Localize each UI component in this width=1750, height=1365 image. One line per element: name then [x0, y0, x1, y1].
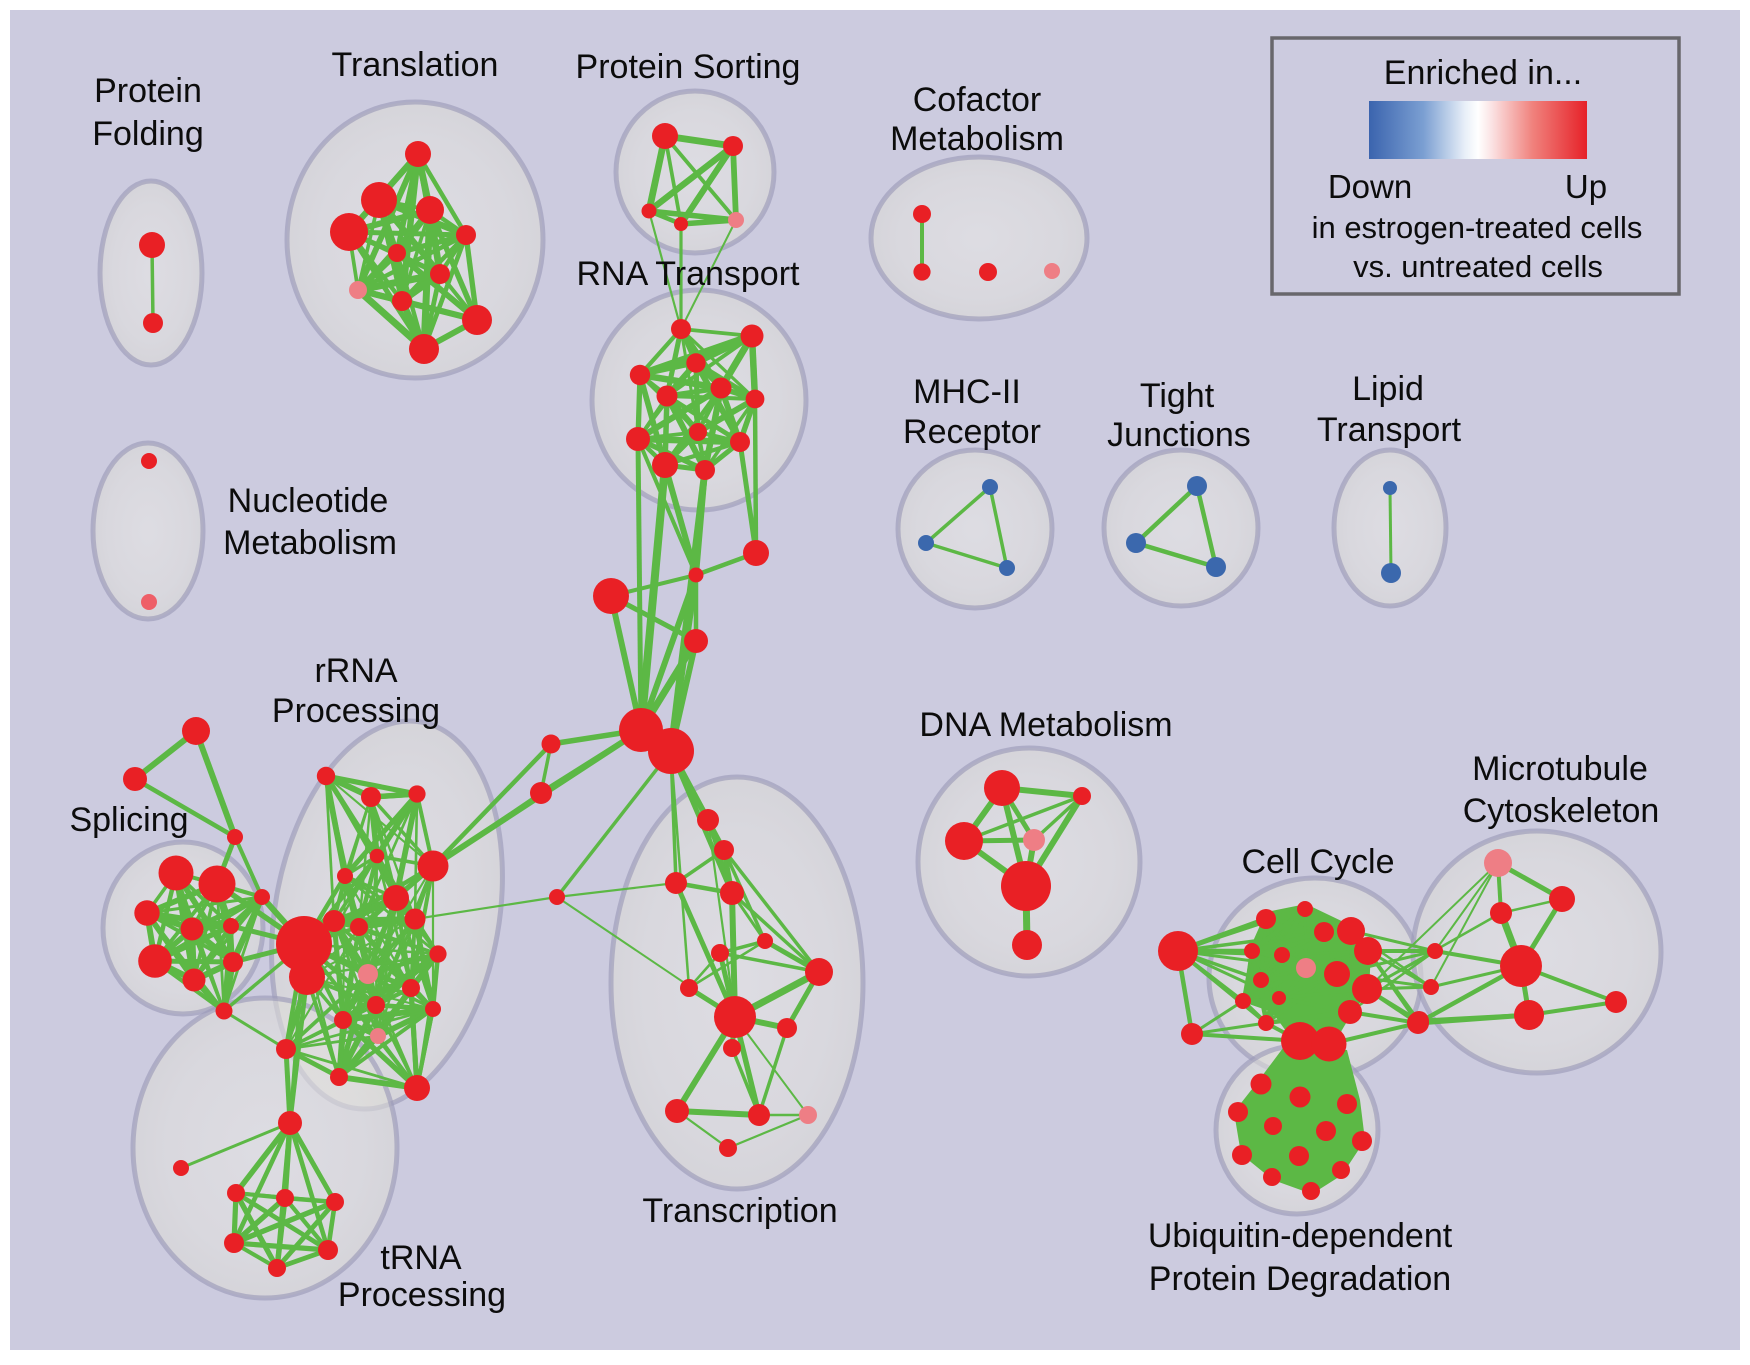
svg-text:Tight: Tight	[1140, 377, 1215, 415]
svg-text:MHC-II: MHC-II	[913, 373, 1021, 411]
svg-text:Cytoskeleton: Cytoskeleton	[1463, 792, 1660, 830]
svg-text:Up: Up	[1565, 168, 1607, 205]
svg-text:tRNA: tRNA	[380, 1239, 462, 1277]
svg-text:Nucleotide: Nucleotide	[228, 482, 389, 520]
svg-text:Down: Down	[1328, 168, 1412, 205]
svg-text:Protein: Protein	[94, 72, 202, 110]
svg-text:Ubiquitin-dependent: Ubiquitin-dependent	[1148, 1217, 1453, 1255]
svg-text:RNA Transport: RNA Transport	[577, 255, 801, 293]
svg-text:Cofactor: Cofactor	[913, 81, 1042, 119]
svg-text:Lipid: Lipid	[1352, 370, 1424, 408]
svg-text:Transport: Transport	[1317, 411, 1462, 449]
svg-text:Receptor: Receptor	[903, 413, 1041, 451]
svg-text:vs. untreated cells: vs. untreated cells	[1353, 249, 1603, 284]
svg-text:Enriched in...: Enriched in...	[1384, 54, 1582, 92]
svg-text:Cell Cycle: Cell Cycle	[1241, 843, 1394, 881]
svg-text:Microtubule: Microtubule	[1472, 750, 1648, 788]
svg-text:Protein Degradation: Protein Degradation	[1149, 1260, 1451, 1298]
svg-text:Protein Sorting: Protein Sorting	[576, 48, 801, 86]
svg-text:Splicing: Splicing	[69, 801, 188, 839]
svg-text:Processing: Processing	[338, 1276, 506, 1314]
svg-text:Metabolism: Metabolism	[890, 120, 1064, 158]
svg-text:DNA Metabolism: DNA Metabolism	[919, 706, 1172, 744]
svg-text:in estrogen-treated cells: in estrogen-treated cells	[1312, 210, 1643, 245]
svg-text:Metabolism: Metabolism	[223, 524, 397, 562]
svg-text:Junctions: Junctions	[1107, 416, 1251, 454]
svg-text:rRNA: rRNA	[314, 652, 397, 690]
svg-text:Translation: Translation	[332, 46, 499, 84]
svg-text:Transcription: Transcription	[642, 1192, 837, 1230]
svg-text:Processing: Processing	[272, 692, 440, 730]
svg-text:Folding: Folding	[92, 115, 204, 153]
